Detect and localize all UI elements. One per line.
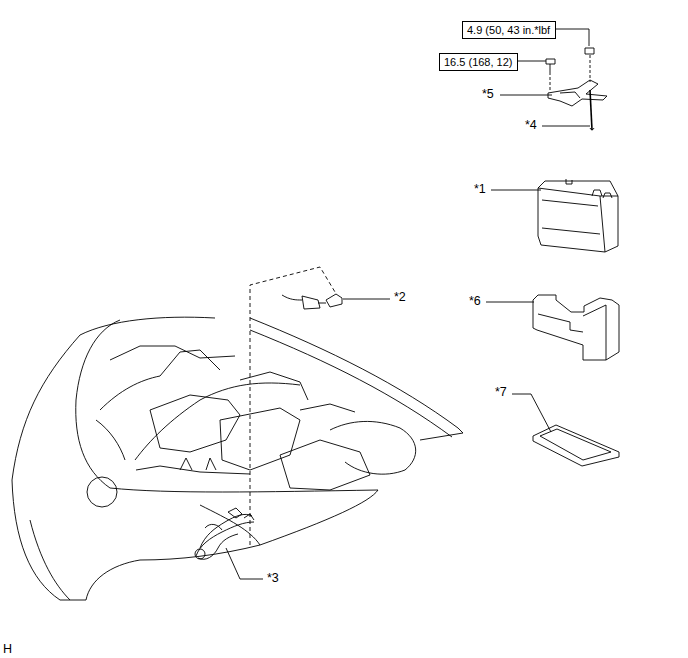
battery-line — [542, 200, 598, 206]
leader-line — [556, 29, 589, 46]
leader-line — [518, 61, 546, 62]
torque-spec-box: 16.5 (168, 12) — [439, 53, 518, 71]
callout-number: *4 — [524, 118, 538, 132]
callout-number: *6 — [468, 294, 482, 308]
callout-number: *3 — [266, 571, 280, 585]
clamp-detail — [560, 92, 580, 98]
leader-line — [226, 548, 263, 579]
battery-cable — [282, 294, 342, 309]
wire-harness — [195, 508, 254, 559]
leader-line — [343, 299, 390, 300]
torque-spec-box: 4.9 (50, 43 in.*lbf — [462, 21, 556, 39]
nut — [585, 48, 594, 54]
vehicle-front — [12, 317, 463, 600]
leader-line — [486, 302, 534, 303]
battery-edge — [538, 188, 618, 196]
tray-inner — [540, 429, 611, 460]
torque-value: 4.9 (50, 43 in.*lbf — [467, 24, 550, 36]
dashed-guide — [590, 55, 591, 82]
leader-line — [500, 95, 552, 96]
battery-tray — [533, 425, 619, 466]
torque-value: 16.5 (168, 12) — [444, 56, 513, 68]
battery-edge — [600, 196, 605, 252]
battery-insulator — [533, 295, 619, 360]
dashed-guide — [550, 72, 551, 92]
clamp-rod — [590, 90, 592, 130]
leader-line — [542, 126, 590, 127]
bolt-shank — [550, 64, 551, 72]
bolt-head — [546, 59, 555, 64]
callout-number: *7 — [494, 385, 508, 399]
battery-clamp — [548, 80, 607, 106]
callout-number: *1 — [473, 182, 487, 196]
battery-terminal — [566, 179, 572, 184]
leader-line — [491, 190, 541, 191]
battery-terminal — [592, 190, 602, 196]
insulator-detail — [538, 314, 583, 332]
rod-hook — [590, 128, 594, 130]
callout-number: *5 — [481, 87, 495, 101]
figure-code: H — [2, 642, 13, 656]
battery-line — [542, 228, 600, 234]
battery-terminal — [603, 193, 612, 198]
insulator-detail — [583, 305, 606, 360]
battery — [538, 181, 618, 252]
leader-line — [512, 394, 551, 432]
dashed-location — [250, 267, 335, 545]
callout-number: *2 — [393, 290, 407, 304]
